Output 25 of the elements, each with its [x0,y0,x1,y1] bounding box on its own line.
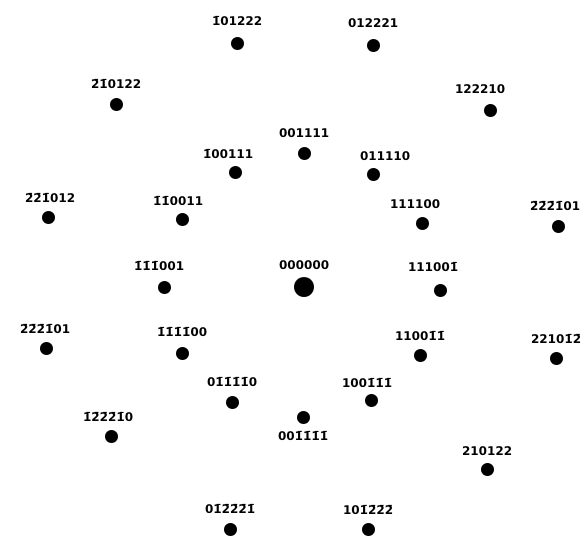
weight-label: 001111 [278,125,330,141]
weight-label: 111001̄ [408,259,458,275]
weight-label: 101̄2̄2̄2̄ [342,502,394,518]
weight-label: 1̄2̄2̄2̄1̄0 [82,409,134,425]
weight-label: 2̄2̄2̄1̄01 [530,198,580,214]
weight-label: 011110 [360,148,410,164]
weight-label: 1̄00111 [202,146,254,162]
weight-label: 11001̄1̄ [394,328,446,344]
weight-label: 2̄1̄0122 [90,76,142,92]
weight-label: 1̄1̄1̄001 [134,258,184,274]
weight-label: 1001̄1̄1̄ [342,375,392,391]
weight-label: 111100 [390,196,440,212]
weight-label: 1̄1̄1̄1̄00 [156,324,208,340]
weight-label: 01̄1̄1̄1̄0 [206,374,258,390]
weight-label: 2̄2̄1̄012 [24,190,76,206]
weight-label: 000000 [278,257,330,273]
weight-label: 122210 [454,81,506,97]
weight-label: 2̄2̄2̄1̄01 [20,321,70,337]
weight-label: 001̄1̄1̄1̄ [278,428,328,444]
weight-label: 1̄01222 [212,13,262,29]
weight-label: 01̄2̄2̄2̄1̄ [204,501,256,517]
weight-label: 012221 [348,15,398,31]
weight-label: 210122 [462,443,512,459]
weight-label: 22101̄2̄ [530,331,582,347]
weight-label: 1̄1̄0011 [152,193,204,209]
